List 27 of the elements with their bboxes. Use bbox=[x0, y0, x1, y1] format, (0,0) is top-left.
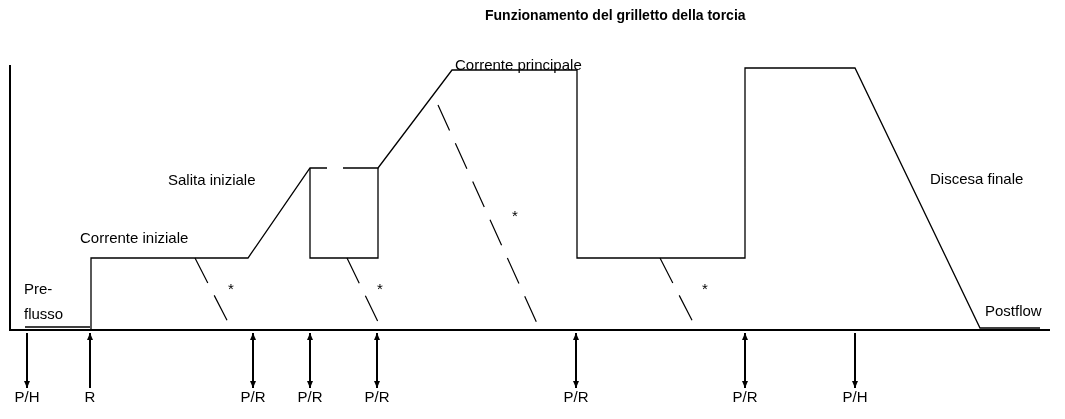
arrow bbox=[87, 332, 93, 389]
arrow bbox=[250, 332, 256, 389]
arrow bbox=[742, 332, 748, 389]
arrow bbox=[374, 332, 380, 389]
marker-symbol: * bbox=[702, 280, 708, 298]
phase-label: Corrente principale bbox=[455, 56, 582, 74]
arrow bbox=[24, 332, 30, 389]
arrow bbox=[307, 332, 313, 389]
trigger-action-label: P/R bbox=[357, 388, 397, 406]
trigger-action-label: P/R bbox=[290, 388, 330, 406]
trigger-action-label: R bbox=[70, 388, 110, 406]
phase-label: Postflow bbox=[985, 302, 1042, 320]
marker-symbol: * bbox=[512, 207, 518, 225]
arrow bbox=[573, 332, 579, 389]
trigger-action-label: P/H bbox=[835, 388, 875, 406]
trigger-action-label: P/R bbox=[233, 388, 273, 406]
phase-label: Corrente iniziale bbox=[80, 229, 189, 247]
trigger-action-label: P/R bbox=[556, 388, 596, 406]
phase-label: Pre- flusso bbox=[24, 279, 65, 324]
marker-symbol: * bbox=[377, 280, 383, 298]
arrow bbox=[852, 332, 858, 389]
phase-label: Salita iniziale bbox=[168, 171, 256, 189]
trigger-action-label: P/R bbox=[725, 388, 765, 406]
trigger-action-label: P/H bbox=[7, 388, 47, 406]
chart-title: Funzionamento del grilletto della torcia bbox=[485, 6, 746, 24]
marker-symbol: * bbox=[228, 280, 234, 298]
phase-label: Discesa finale bbox=[930, 170, 1024, 188]
